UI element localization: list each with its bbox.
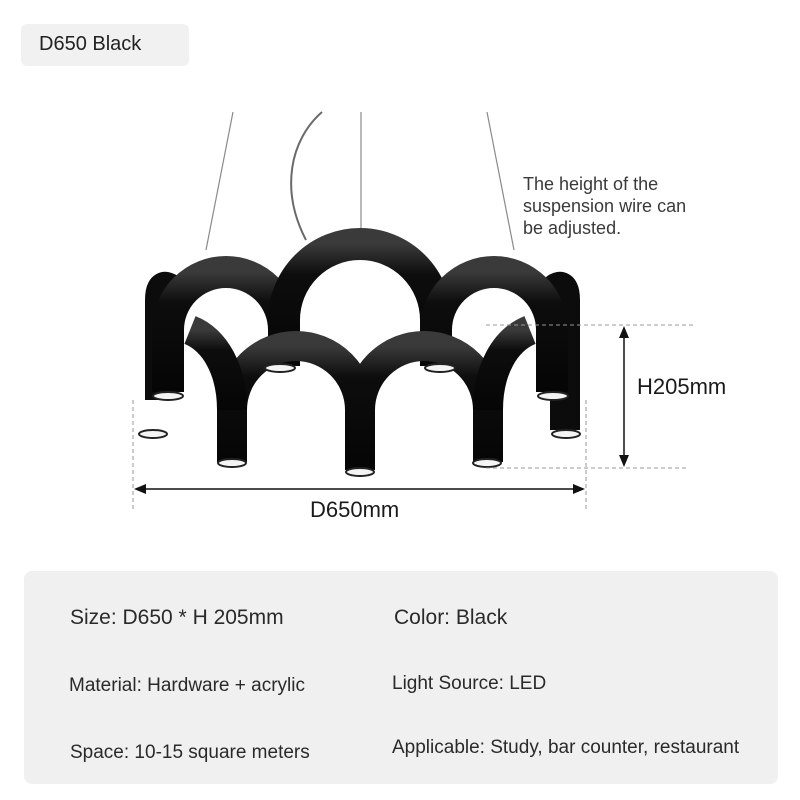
power-cord bbox=[290, 111, 323, 241]
led-opening bbox=[551, 429, 581, 439]
variant-badge[interactable]: D650 Black bbox=[21, 24, 189, 66]
led-opening bbox=[537, 391, 569, 401]
variant-label: D650 Black bbox=[39, 33, 142, 55]
led-opening bbox=[152, 391, 184, 401]
note-line: be adjusted. bbox=[523, 218, 622, 238]
led-opening bbox=[138, 429, 168, 439]
suspension-wire bbox=[486, 111, 515, 251]
spec-light-source: Light Source: LED bbox=[392, 673, 547, 694]
spec-color: Color: Black bbox=[394, 606, 508, 629]
suspension-wires bbox=[205, 111, 515, 251]
height-dimension bbox=[486, 324, 696, 469]
led-opening bbox=[472, 458, 502, 468]
led-opening bbox=[345, 467, 375, 477]
product-diagram bbox=[132, 111, 696, 510]
height-label: H205mm bbox=[637, 374, 727, 399]
suspension-wire bbox=[205, 111, 234, 251]
spec-applicable: Applicable: Study, bar counter, restaura… bbox=[392, 737, 740, 758]
suspension-note: The height of the suspension wire can be… bbox=[523, 173, 743, 239]
led-opening bbox=[424, 363, 456, 373]
spec-size: Size: D650 * H 205mm bbox=[70, 606, 284, 629]
spec-material: Material: Hardware + acrylic bbox=[69, 675, 305, 696]
diameter-label: D650mm bbox=[310, 497, 400, 522]
note-line: suspension wire can bbox=[523, 196, 687, 216]
spec-panel: Size: D650 * H 205mm Color: Black Materi… bbox=[24, 571, 778, 784]
led-opening bbox=[217, 458, 247, 468]
led-openings bbox=[138, 363, 581, 477]
spec-space: Space: 10-15 square meters bbox=[70, 742, 310, 763]
pendant-lamp bbox=[138, 228, 581, 477]
diameter-dimension bbox=[132, 400, 587, 510]
note-line: The height of the bbox=[523, 174, 659, 194]
led-opening bbox=[264, 363, 296, 373]
